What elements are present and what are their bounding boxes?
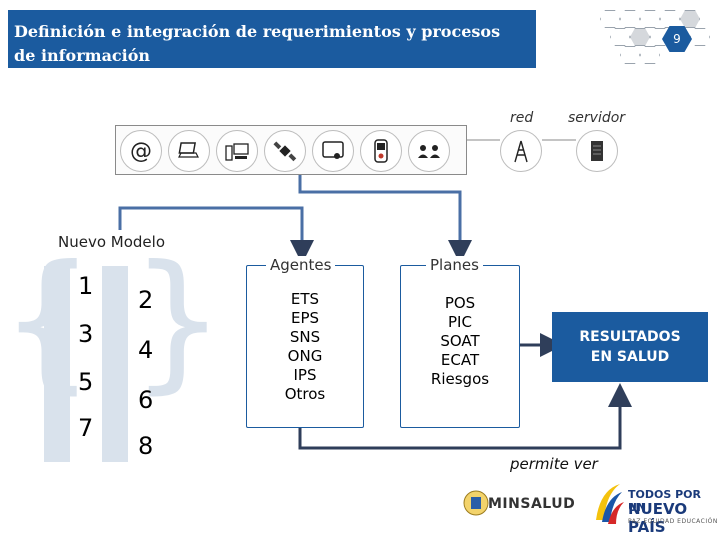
slide-title: Definición e integración de requerimient… <box>14 22 501 65</box>
laptop-icon <box>168 130 210 172</box>
number-8: 8 <box>138 432 154 460</box>
satellite-icon <box>264 130 306 172</box>
desktop-computer-icon <box>216 130 258 172</box>
planes-item: ECAT <box>440 351 480 369</box>
nuevo-pais-text: NUEVO PAÍS <box>628 500 688 536</box>
number-7: 7 <box>78 414 94 442</box>
permite-ver-label: permite ver <box>510 455 598 473</box>
number-column-bg <box>102 266 128 462</box>
agentes-item: ONG <box>287 347 323 365</box>
agentes-item: EPS <box>290 309 320 327</box>
servidor-label: servidor <box>568 110 626 126</box>
number-column-bg <box>44 266 70 462</box>
planes-list: POS PIC SOAT ECAT Riesgos <box>400 294 520 389</box>
nuevo-modelo-label: Nuevo Modelo <box>56 233 167 251</box>
planes-item: PIC <box>448 313 472 331</box>
planes-item: Riesgos <box>430 370 490 388</box>
todos-por-un-nuevo-pais-logo-mark <box>592 480 624 526</box>
tablet-touch-icon <box>312 130 354 172</box>
number-2: 2 <box>138 286 154 314</box>
svg-text:@: @ <box>130 139 152 164</box>
paz-equidad-educacion-text: PAZ EQUIDAD EDUCACIÓN <box>628 518 718 525</box>
minsalud-logo <box>438 483 586 527</box>
results-line2: EN SALUD <box>590 349 670 365</box>
number-6: 6 <box>138 386 154 414</box>
tower-icon <box>500 130 542 172</box>
device-strip: @ <box>115 125 467 175</box>
video-call-icon <box>408 130 450 172</box>
results-line1: RESULTADOS <box>579 329 681 345</box>
red-label: red <box>510 110 534 126</box>
agentes-item: ETS <box>290 290 320 308</box>
agentes-item: IPS <box>293 366 317 384</box>
planes-item: SOAT <box>440 332 480 350</box>
agentes-list: ETS EPS SNS ONG IPS Otros <box>246 290 364 404</box>
number-5: 5 <box>78 368 94 396</box>
title-bar <box>8 10 536 68</box>
email-icon: @ <box>120 130 162 172</box>
glucometer-icon <box>360 130 402 172</box>
minsalud-text: MINSALUD <box>488 496 576 512</box>
agentes-title: Agentes <box>266 256 336 274</box>
agentes-item: SNS <box>289 328 321 346</box>
number-1: 1 <box>78 272 94 300</box>
server-icon <box>576 130 618 172</box>
agentes-item: Otros <box>284 385 326 403</box>
todos-por-un-text: TODOS POR UN <box>628 488 701 514</box>
number-3: 3 <box>78 320 94 348</box>
number-4: 4 <box>138 336 154 364</box>
planes-title: Planes <box>426 256 483 274</box>
results-box: RESULTADOS EN SALUD <box>552 312 708 382</box>
brace-right: } <box>130 234 226 408</box>
planes-item: POS <box>444 294 476 312</box>
